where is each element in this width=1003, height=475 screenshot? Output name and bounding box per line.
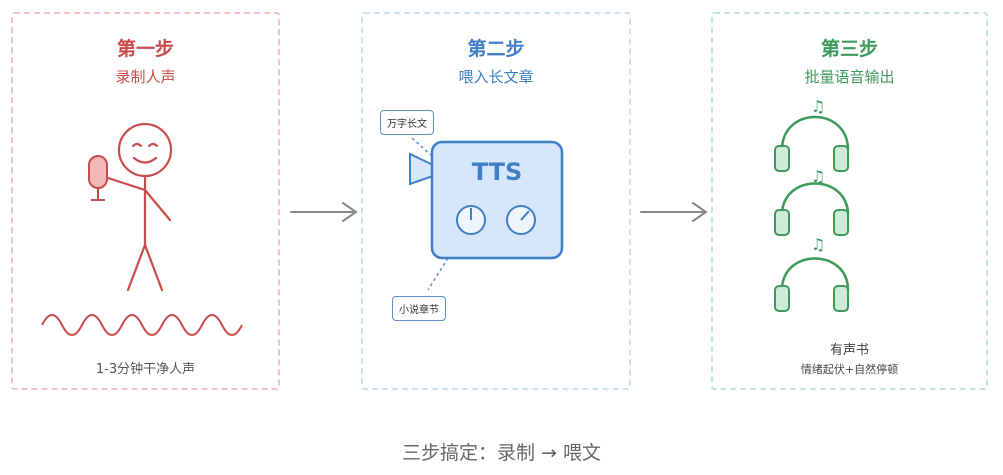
step1-caption: 1-3分钟干净人声 [95,362,196,377]
tag-long-article: 万字长文 [380,110,434,135]
headphones-icon-2 [774,182,850,236]
step2-subtitle: 喂入长文章 [458,68,534,86]
step3-caption-sub: 情绪起伏+自然停顿 [800,363,899,376]
step3-subtitle: 批量语音输出 [804,68,895,86]
music-note-icon-1: ♫ [811,97,825,116]
tts-label: TTS [472,158,523,186]
step1-panel: 第一步 录制人声 1-3分钟干净人声 [11,12,280,390]
headphones-icon-3 [774,257,850,312]
device-funnel [409,152,434,186]
step1-title: 第一步 [116,38,174,60]
step2-panel: 第二步 喂入长文章 [361,12,631,390]
music-note-icon-2: ♫ [811,167,825,186]
arrow-1-to-2 [290,202,358,222]
step3-title: 第三步 [820,38,878,60]
arrow-2-to-3 [640,202,708,222]
microphone-icon [88,155,108,201]
singer-figure [106,122,173,292]
sound-wave [41,314,243,336]
step3-caption: 有声书 [829,343,869,358]
step3-panel: 第三步 批量语音输出 有声书 情绪起伏+自然停顿 [711,12,988,390]
music-note-icon-3: ♫ [811,235,825,254]
step1-subtitle: 录制人声 [115,68,176,86]
headphones-icon-1 [774,115,850,172]
step2-title: 第二步 [467,38,525,60]
tag-novel-chapter: 小说章节 [392,296,446,321]
tts-device: TTS [409,137,564,291]
footer-summary: 三步搞定：录制 → 喂文 [402,442,601,464]
